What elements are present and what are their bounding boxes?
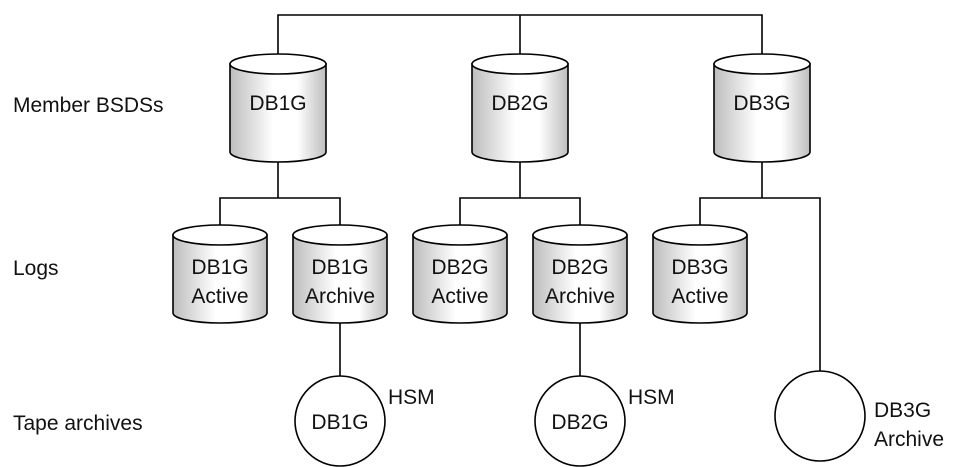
tape-label-db2g: DB2G: [551, 411, 608, 434]
log-cylinder-db2g-active: DB2G Active: [412, 224, 508, 324]
tape-archive-db1g: DB1G HSM: [294, 375, 435, 467]
log-line2-db2g-archive: Archive: [545, 285, 615, 308]
db3g-logs-branch: [699, 197, 821, 371]
log-line2-db2g-active: Active: [431, 285, 488, 308]
log-line1-db3g-active: DB3G: [671, 256, 728, 279]
tape-reel-db2g: [534, 375, 626, 467]
log-cylinder-db2g-archive: DB2G Archive: [532, 224, 628, 324]
row-label-tapes: Tape archives: [13, 412, 143, 435]
log-line1-db1g-archive: DB1G: [311, 256, 368, 279]
log-line2-db3g-active: Active: [671, 285, 728, 308]
log-line2-db1g-archive: Archive: [305, 285, 375, 308]
connector-lines: [219, 14, 821, 376]
tape-side-label-db3g-line2: Archive: [874, 428, 944, 451]
log-cylinder-db1g-active: DB1G Active: [172, 224, 268, 324]
log-line1-db2g-active: DB2G: [431, 256, 488, 279]
tape-reel-db3g: [774, 370, 866, 462]
log-line2-db1g-active: Active: [191, 285, 248, 308]
tape-side-label-db1g: HSM: [388, 386, 435, 409]
bsds-cylinder-db3g: DB3G: [713, 53, 811, 163]
log-line1-db1g-active: DB1G: [191, 256, 248, 279]
bsds-label-db3g: DB3G: [733, 92, 790, 115]
db1g-logs-branch: [219, 197, 341, 230]
tape-side-label-db2g: HSM: [628, 386, 675, 409]
bsds-label-db1g: DB1G: [249, 92, 306, 115]
log-cylinder-db1g-archive: DB1G Archive: [292, 224, 388, 324]
tape-label-db1g: DB1G: [311, 411, 368, 434]
log-cylinder-db3g-active: DB3G Active: [652, 224, 748, 324]
tape-reel-db1g: [294, 375, 386, 467]
tape-archive-db3g: DB3G Archive: [774, 370, 944, 462]
row-label-logs: Logs: [13, 257, 59, 280]
bsds-cylinder-db2g: DB2G: [471, 53, 569, 163]
db2g-logs-branch: [459, 197, 581, 230]
bsds-label-db2g: DB2G: [491, 92, 548, 115]
tape-side-label-db3g-line1: DB3G: [874, 399, 931, 422]
row-label-bsds: Member BSDSs: [13, 94, 164, 117]
tape-archive-db2g: DB2G HSM: [534, 375, 675, 467]
bsds-cylinder-db1g: DB1G: [229, 53, 327, 163]
log-line1-db2g-archive: DB2G: [551, 256, 608, 279]
